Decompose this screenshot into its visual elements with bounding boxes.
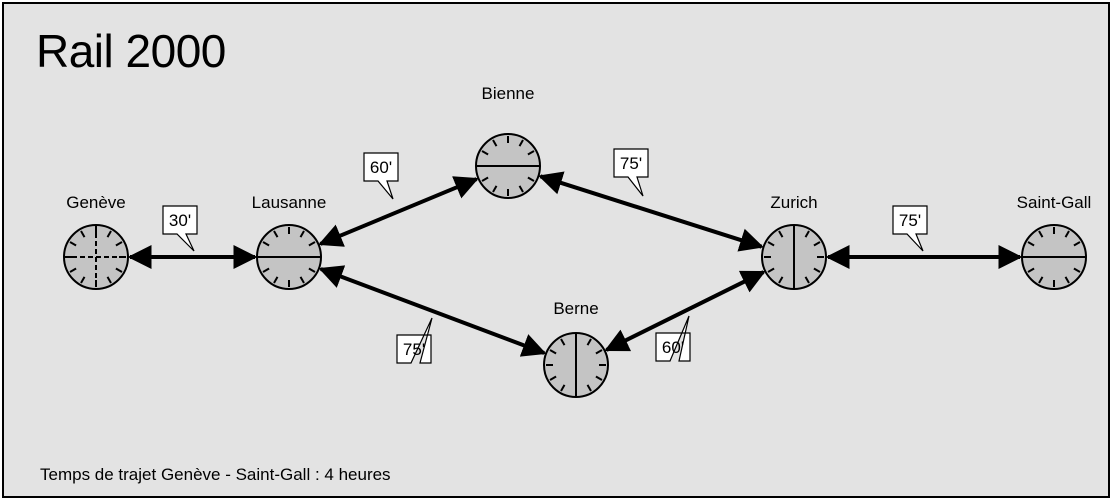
station-label-bienne: Bienne bbox=[482, 84, 535, 103]
station-geneve bbox=[63, 224, 129, 290]
station-lausanne bbox=[256, 224, 322, 290]
travel-time-label-berne-zurich: 60' bbox=[655, 315, 691, 362]
connection-lausanne-bienne bbox=[318, 176, 479, 247]
travel-time-label-lausanne-bienne: 60' bbox=[363, 152, 399, 200]
station-saint-gall bbox=[1021, 224, 1087, 290]
station-label-zurich: Zurich bbox=[770, 193, 817, 212]
travel-time-note: Temps de trajet Genève - Saint-Gall : 4 … bbox=[40, 465, 391, 484]
station-label-geneve: Genève bbox=[66, 193, 126, 212]
station-label-lausanne: Lausanne bbox=[252, 193, 327, 212]
connection-lausanne-berne bbox=[318, 265, 547, 357]
connection-bienne-zurich bbox=[538, 171, 764, 252]
station-berne bbox=[543, 332, 609, 398]
travel-time-label-zurich-saint-gall: 75' bbox=[892, 205, 928, 252]
travel-time-text: 60' bbox=[662, 338, 684, 357]
connection-berne-zurich bbox=[604, 270, 766, 352]
page-title: Rail 2000 bbox=[36, 25, 226, 77]
travel-time-text: 60' bbox=[370, 158, 392, 177]
travel-time-text: 75' bbox=[899, 211, 921, 230]
station-bienne bbox=[475, 133, 541, 199]
travel-time-label-lausanne-berne: 75' bbox=[396, 317, 433, 364]
station-label-berne: Berne bbox=[553, 299, 598, 318]
station-label-saint-gall: Saint-Gall bbox=[1017, 193, 1092, 212]
travel-time-text: 75' bbox=[403, 340, 425, 359]
travel-time-text: 30' bbox=[169, 211, 191, 230]
station-zurich bbox=[761, 224, 827, 290]
travel-time-label-bienne-zurich: 75' bbox=[613, 148, 649, 197]
travel-time-text: 75' bbox=[620, 154, 642, 173]
travel-time-label-geneve-lausanne: 30' bbox=[162, 205, 198, 252]
